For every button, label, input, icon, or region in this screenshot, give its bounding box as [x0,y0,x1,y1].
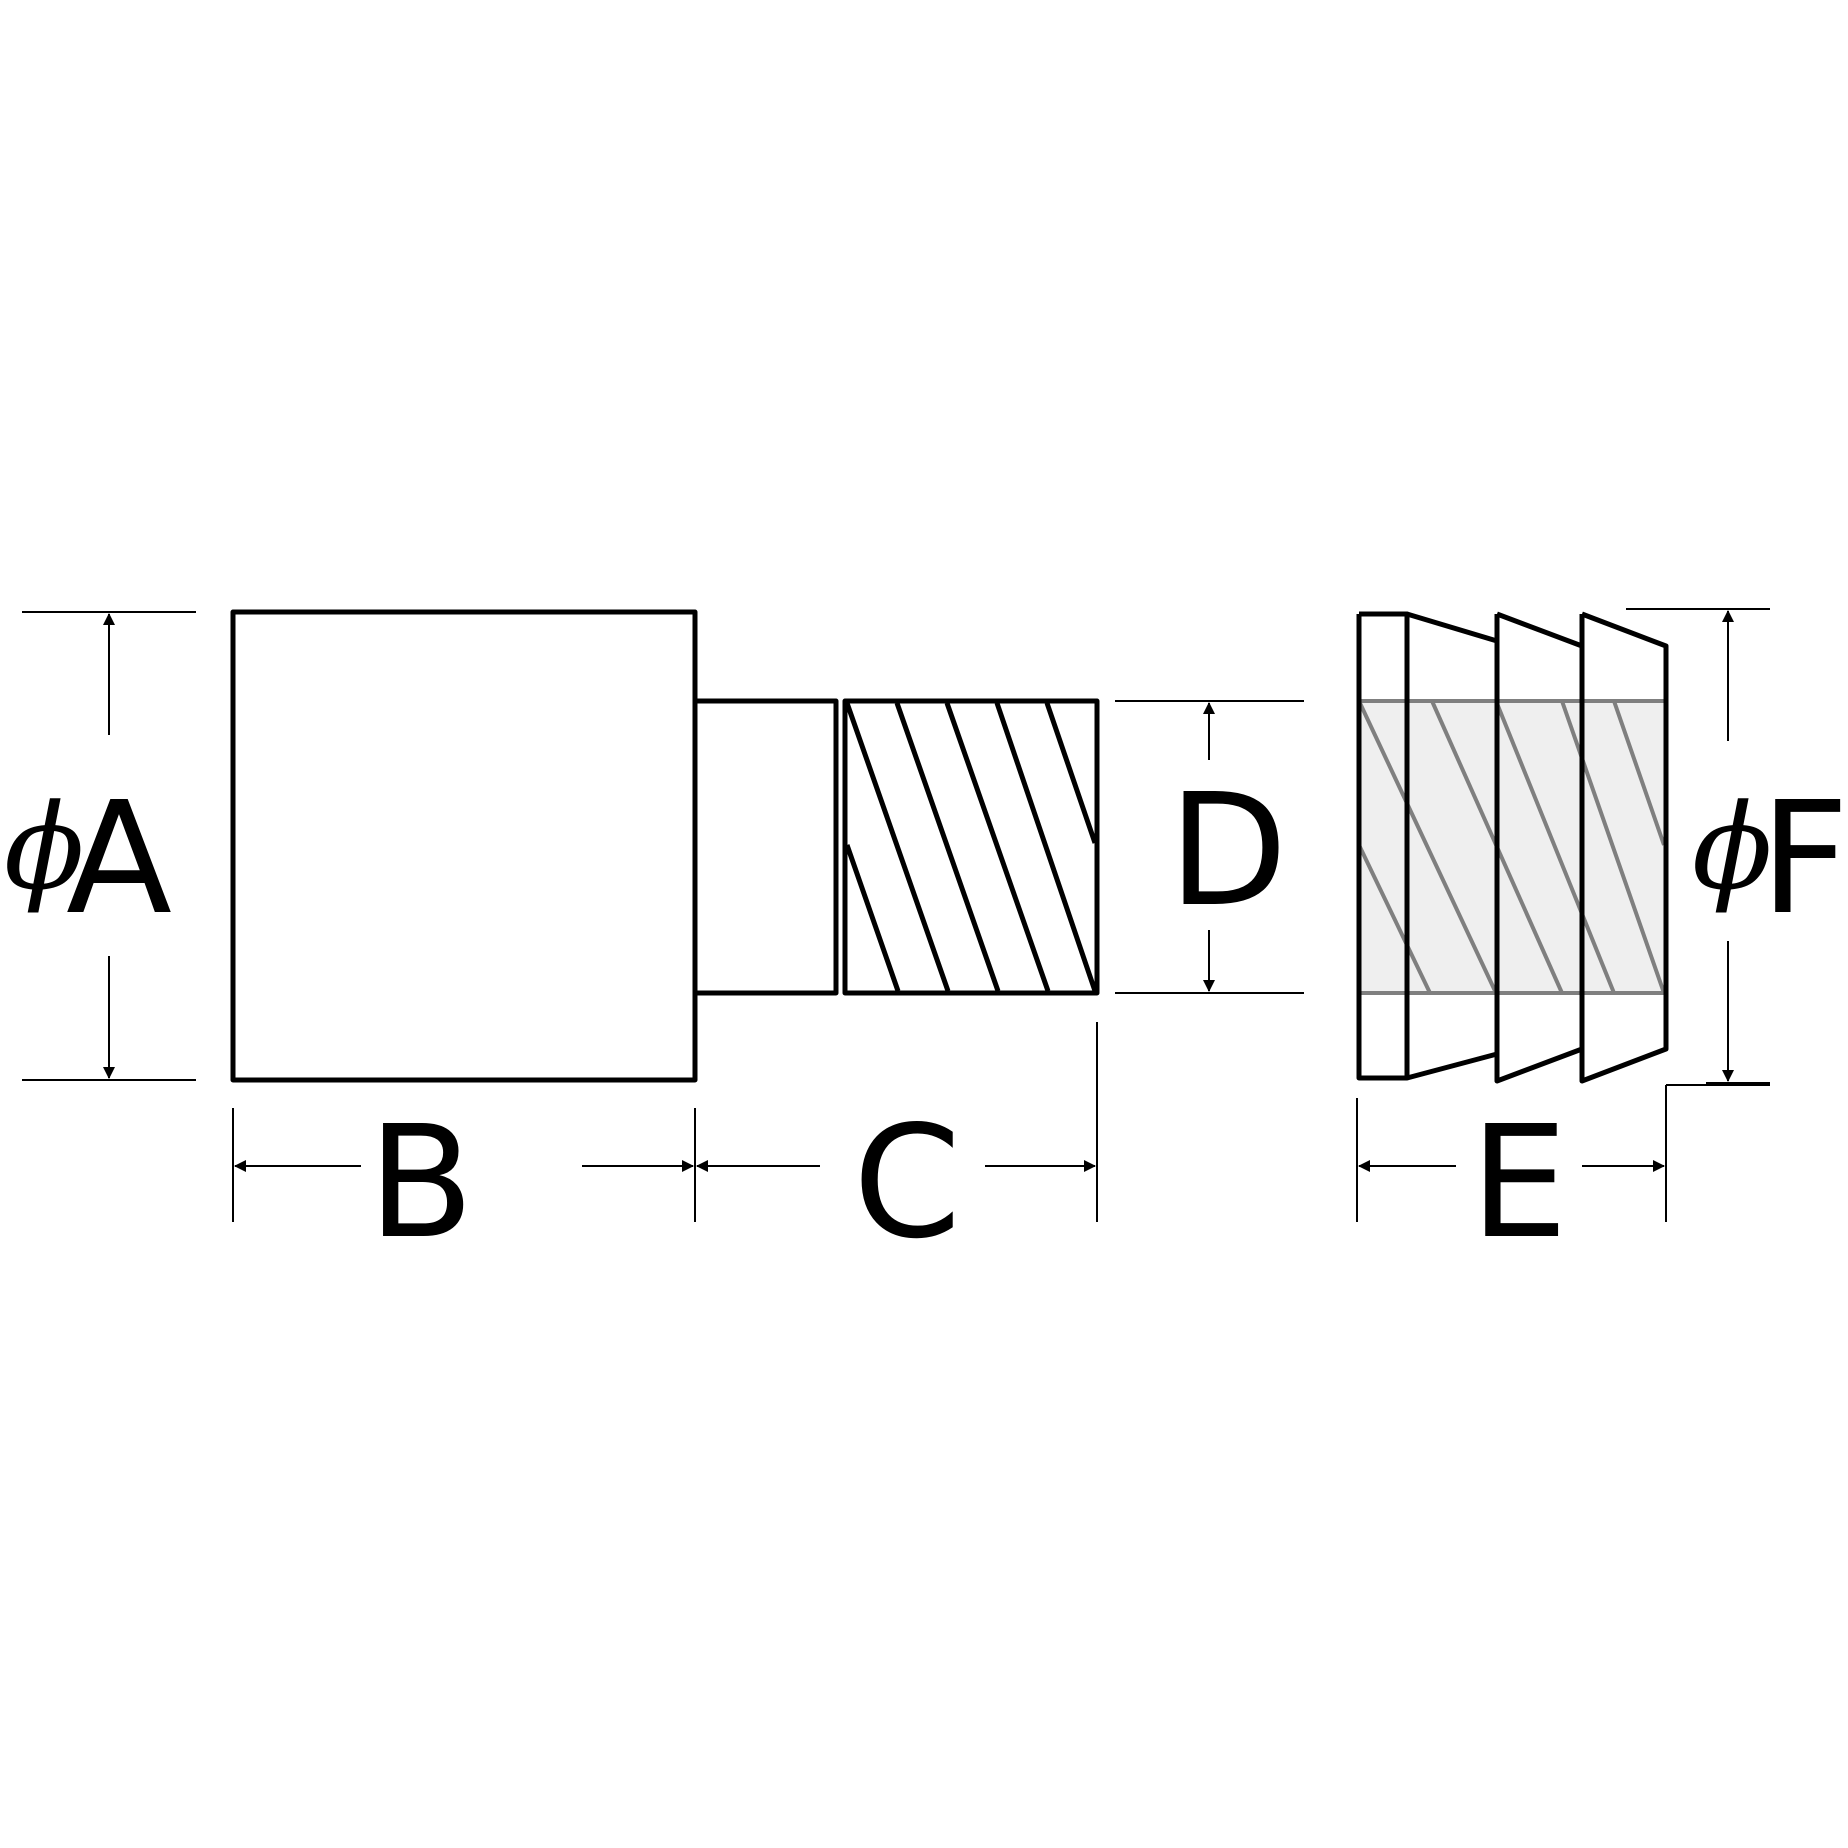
thread-line [844,702,951,992]
dimension-lines [22,608,1770,1222]
thread-line [894,702,1001,992]
bore-thread-line [1357,700,1498,994]
dimension-label-c: C [853,1092,961,1273]
dimension-label-b: B [368,1092,474,1273]
insert-nut [1356,611,1669,1084]
dimension-label-f: F [1760,768,1848,949]
threaded-shank [842,698,1100,996]
thread-line [994,702,1098,992]
thread-line [944,702,1051,992]
thread-line [1044,702,1098,844]
dimension-label-a: A [66,768,172,949]
screw-neck [692,698,839,996]
thread-line [844,844,901,992]
bore-thread-line [1494,700,1616,994]
bore-thread-line [1612,700,1666,846]
insert-tooth [1579,611,1669,1084]
bore-thread-line [1357,844,1432,994]
dimension-label-e: E [1470,1092,1568,1273]
diameter-symbol-f: ϕ [1692,778,1772,916]
bore-thread-line [1560,700,1666,994]
diameter-symbol-a: ϕ [4,778,84,916]
screw-part [230,609,1100,1083]
screw-head [230,609,698,1083]
dimension-label-d: D [1168,760,1287,941]
